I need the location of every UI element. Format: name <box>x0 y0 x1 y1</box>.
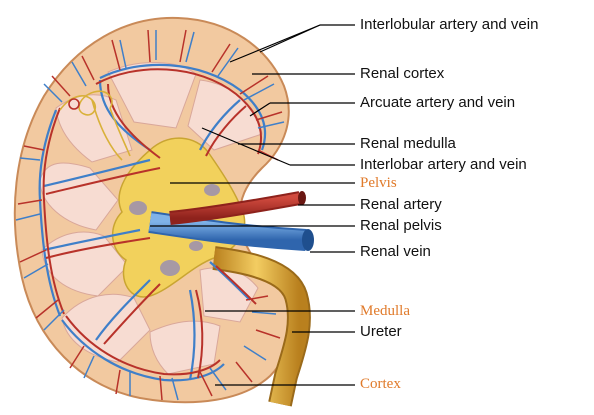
annotation-cortex: Cortex <box>360 376 401 392</box>
nephron-detail <box>59 90 131 161</box>
label-interlobar-artery-and-vein: Interlobar artery and vein <box>360 156 527 173</box>
label-arcuate-artery-and-vein: Arcuate artery and vein <box>360 94 516 111</box>
label-renal-medulla: Renal medulla <box>360 135 456 152</box>
label-renal-artery: Renal artery <box>360 196 442 213</box>
label-ureter: Ureter <box>360 323 402 340</box>
annotation-medulla: Medulla <box>360 303 410 319</box>
label-interlobular-artery-and-vein: Interlobular artery and vein <box>360 16 539 33</box>
annotation-pelvis: Pelvis <box>360 175 397 191</box>
leader-lines <box>150 24 355 386</box>
label-renal-pelvis: Renal pelvis <box>360 217 442 234</box>
renal-pelvis-shadows <box>129 184 220 276</box>
label-renal-cortex: Renal cortex <box>360 65 445 82</box>
interlobular-vessels <box>15 29 285 401</box>
arcuate-arteries <box>42 68 262 379</box>
label-renal-vein: Renal vein <box>360 243 431 260</box>
